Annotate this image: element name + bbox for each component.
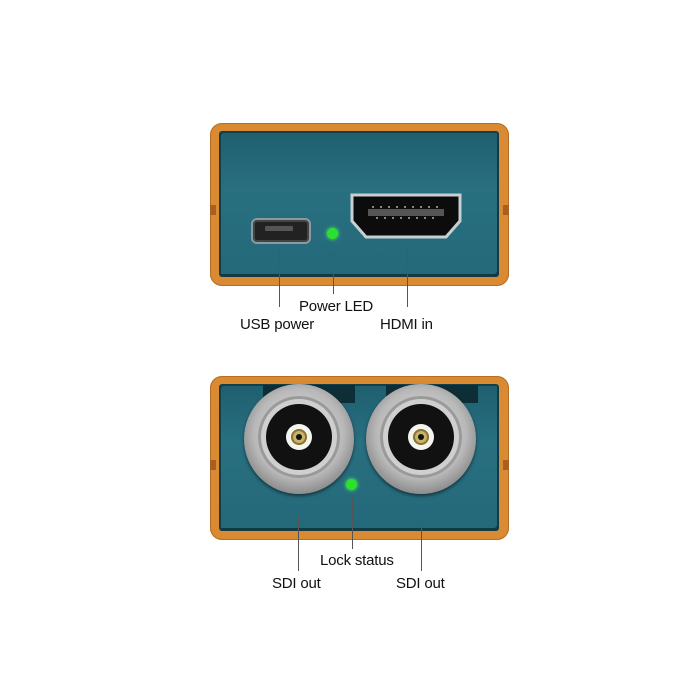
housing-notch [210,205,216,215]
power-led-label: Power LED [299,298,374,315]
sdi-out-1-label: SDI out [272,575,321,592]
callout-line [333,249,334,294]
callout-line [407,249,408,307]
housing-notch [503,205,509,215]
sdi-bnc-connector-2-icon [366,384,476,494]
power-led-icon [327,228,338,239]
housing-notch [503,460,509,470]
hdmi-in-label: HDMI in [380,316,433,333]
usb-power-label: USB power [240,316,315,333]
callout-line [298,515,299,571]
callout-line [421,515,422,571]
callout-line [352,497,353,549]
sdi-bnc-connector-1-icon [244,384,354,494]
hdmi-port-icon [350,193,462,239]
lock-status-led-icon [346,479,357,490]
callout-line [279,249,280,307]
housing-notch [210,460,216,470]
lock-status-label: Lock status [320,552,394,569]
usb-port-icon [251,218,311,244]
sdi-out-2-label: SDI out [396,575,445,592]
